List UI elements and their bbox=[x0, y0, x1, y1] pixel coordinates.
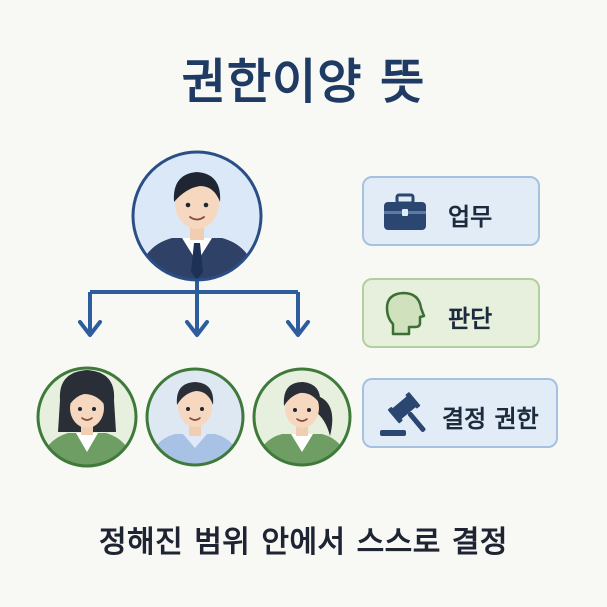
legend-card-judgment: 판단 bbox=[362, 278, 540, 348]
page-title: 권한이양 뜻 bbox=[181, 54, 426, 110]
arrow-left bbox=[78, 320, 102, 337]
legend-label-work: 업무 bbox=[448, 203, 493, 231]
arrow-right bbox=[286, 320, 310, 337]
legend-card-work: 업무 bbox=[362, 176, 540, 246]
briefcase-icon bbox=[384, 193, 426, 230]
caption-text: 정해진 범위 안에서 스스로 결정 bbox=[98, 525, 509, 560]
legend-label-decision: 결정 권한 bbox=[442, 405, 539, 433]
connector-lines bbox=[88, 280, 300, 332]
team-member-avatar-1 bbox=[36, 366, 138, 468]
team-member-avatar-2 bbox=[145, 367, 245, 467]
gavel-icon bbox=[380, 392, 426, 436]
manager-avatar bbox=[131, 150, 263, 282]
head-profile-icon bbox=[385, 291, 426, 336]
legend-card-decision: 결정 권한 bbox=[362, 378, 558, 448]
arrow-center bbox=[185, 320, 209, 337]
arrowheads bbox=[78, 320, 310, 337]
team-member-avatar-3 bbox=[252, 367, 352, 467]
legend-label-judgment: 판단 bbox=[448, 305, 493, 333]
